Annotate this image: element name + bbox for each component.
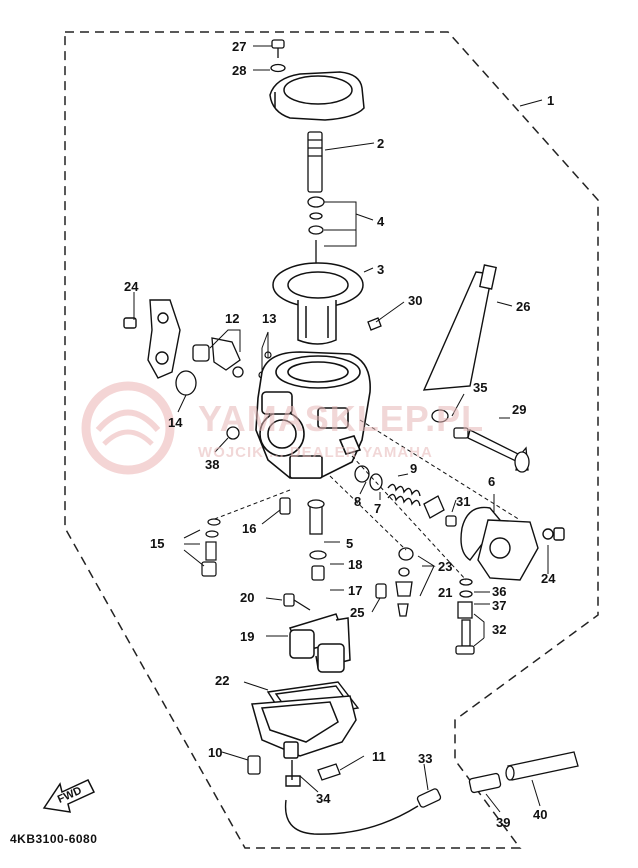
float-bowl	[251, 695, 357, 759]
screw-27	[271, 39, 285, 58]
parts-36-37-32	[455, 578, 475, 655]
callout-38: 38	[205, 457, 220, 472]
callout-22: 22	[215, 673, 230, 688]
screw-11	[317, 763, 341, 781]
o-ring-14	[175, 370, 197, 396]
cover-6	[460, 506, 565, 581]
screw-16	[279, 497, 291, 515]
callout-35: 35	[473, 380, 488, 395]
assembly-boundary	[64, 31, 599, 849]
callout-4: 4	[377, 214, 385, 229]
parts-12	[192, 337, 244, 378]
diaphragm-3	[272, 262, 364, 345]
watermark-subtext: WOJCIK ... DEALER YAMAHA	[198, 444, 433, 461]
callout-30: 30	[408, 293, 423, 308]
callout-18: 18	[348, 557, 363, 572]
callout-39: 39	[496, 815, 511, 830]
callout-25: 25	[350, 605, 365, 620]
washer-8	[354, 465, 370, 483]
washer-18	[309, 550, 327, 560]
screw-10	[247, 755, 261, 775]
plug-38	[226, 426, 240, 440]
callout-15: 15	[150, 536, 165, 551]
callout-17: 17	[348, 583, 363, 598]
spring-9	[387, 483, 421, 507]
o-ring-35	[431, 409, 449, 423]
callout-36: 36	[492, 584, 507, 599]
callout-14: 14	[168, 415, 183, 430]
callout-24-right: 24	[541, 571, 556, 586]
callout-40: 40	[533, 807, 548, 822]
parts-21	[395, 547, 414, 617]
top-cap	[269, 71, 365, 121]
callout-34: 34	[316, 791, 331, 806]
washer-28	[270, 63, 286, 73]
callout-28: 28	[232, 63, 247, 78]
callout-19: 19	[240, 629, 255, 644]
callout-29: 29	[512, 402, 527, 417]
callout-8: 8	[354, 494, 362, 509]
callout-7: 7	[374, 501, 382, 516]
watermark-logo	[81, 381, 175, 475]
hose-40	[505, 751, 579, 781]
callout-33: 33	[418, 751, 433, 766]
screw-20	[283, 593, 311, 611]
callout-3: 3	[377, 262, 385, 277]
fitting-39	[468, 772, 502, 794]
callout-12: 12	[225, 311, 240, 326]
float-19	[288, 613, 351, 673]
fwd-arrow	[42, 779, 96, 813]
callout-23: 23	[438, 559, 453, 574]
part-31	[423, 495, 457, 527]
callout-2: 2	[377, 136, 385, 151]
parts-15	[201, 518, 221, 577]
callout-37: 37	[492, 598, 507, 613]
callout-9: 9	[410, 461, 418, 476]
plunger-29	[453, 427, 530, 473]
drain-hose-34	[284, 760, 419, 835]
hose-end-33	[416, 788, 442, 808]
cable-tube-26	[422, 264, 497, 391]
callout-5: 5	[346, 536, 354, 551]
needle-jet-5	[307, 499, 325, 535]
callout-13: 13	[262, 311, 277, 326]
bracket-24-left	[123, 299, 181, 379]
callout-31: 31	[456, 494, 471, 509]
callout-26: 26	[516, 299, 531, 314]
callout-24-left: 24	[124, 279, 139, 294]
callout-20: 20	[240, 590, 255, 605]
callout-16: 16	[242, 521, 257, 536]
callout-11: 11	[372, 749, 386, 764]
watermark-text: YAMASKLEP.PL	[198, 398, 485, 439]
callout-10: 10	[208, 745, 223, 760]
callout-6: 6	[488, 474, 496, 489]
callout-32: 32	[492, 622, 507, 637]
spring-2	[307, 131, 323, 193]
leader-lines	[133, 45, 549, 813]
callout-27: 27	[232, 39, 247, 54]
jet-17	[311, 565, 325, 581]
jet-25	[375, 583, 387, 599]
callout-21: 21	[438, 585, 453, 600]
carburetor-body	[255, 351, 371, 479]
diagram-code: 4KB3100-6080	[10, 832, 98, 846]
callout-1: 1	[547, 93, 555, 108]
